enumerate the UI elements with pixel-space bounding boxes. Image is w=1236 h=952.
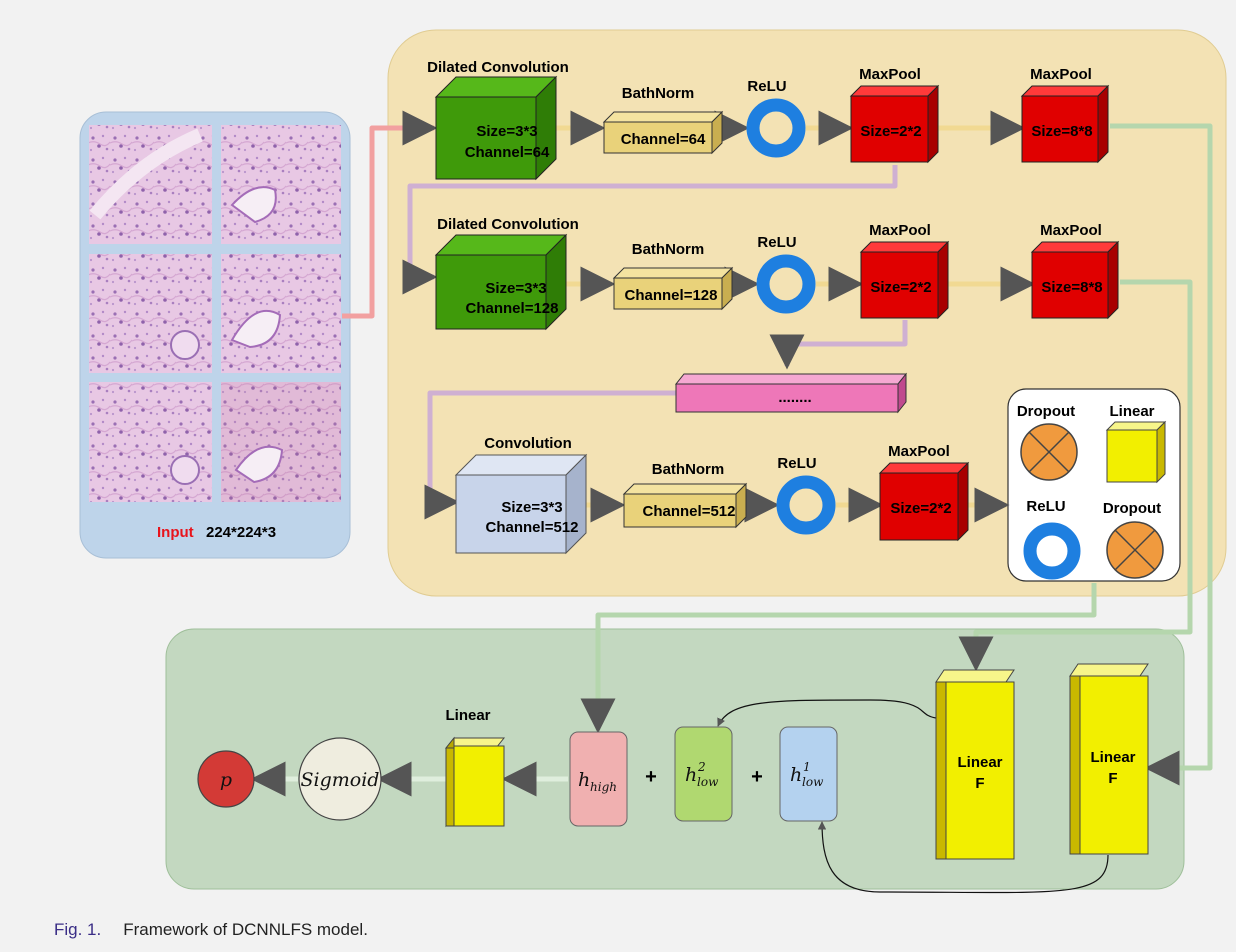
- h-low1-sub: low: [802, 775, 824, 789]
- output-p-text: p: [220, 769, 232, 791]
- row2-conv-channel: Channel=128: [466, 300, 559, 317]
- linear-f2-line1: Linear: [1090, 749, 1135, 766]
- row3-bn-channel: Channel=512: [643, 503, 736, 520]
- output-p-node: [197, 750, 255, 808]
- row3-batchnorm-block: [622, 482, 748, 529]
- head-linear-block: [1105, 420, 1167, 484]
- row3-conv-title: Convolution: [484, 435, 571, 452]
- histology-image-grid: [89, 125, 341, 502]
- row2-bn-channel: Channel=128: [625, 287, 718, 304]
- h-low1-main: h: [790, 764, 802, 786]
- arrow-pool3-to-ellipsis: [769, 320, 908, 370]
- row1-dilated-conv-block: [434, 75, 558, 181]
- h-low2-main: h: [685, 764, 697, 786]
- row2-pool1-size: Size=2*2: [870, 279, 931, 296]
- arrow-linearf1-to-hlow2: [717, 699, 937, 727]
- arrow-input-to-conv1: [342, 110, 438, 319]
- row2-bn-title: BathNorm: [632, 241, 705, 258]
- figure-caption: Fig. 1. Framework of DCNNLFS model.: [54, 920, 368, 940]
- figure-caption-text: Framework of DCNNLFS model.: [123, 920, 368, 939]
- ellipsis-bar: [674, 372, 908, 414]
- row2-relu-label: ReLU: [757, 234, 796, 251]
- row3-relu-label: ReLU: [777, 455, 816, 472]
- row1-bn-channel: Channel=64: [621, 131, 706, 148]
- arrow-ellipsis-to-conv3: [424, 390, 676, 520]
- row3-conv-channel: Channel=512: [486, 519, 579, 536]
- arrow-head-to-hhigh: [580, 583, 1097, 734]
- row2-conv-size: Size=3*3: [485, 280, 546, 297]
- head-dropout1-label: Dropout: [1017, 403, 1075, 420]
- row2-dilated-conv-block: [434, 233, 568, 331]
- h-high-sub: high: [590, 780, 617, 794]
- head-relu-label: ReLU: [1026, 498, 1065, 515]
- h-low1-node: [779, 726, 838, 822]
- row2-relu-ring: [756, 254, 816, 314]
- head-linear-label: Linear: [1109, 403, 1154, 420]
- linear-f2-block: [1069, 663, 1149, 855]
- row1-maxpool2-block: [1020, 84, 1110, 164]
- row1-maxpool1-block: [849, 84, 940, 164]
- row1-pool1-size: Size=2*2: [860, 123, 921, 140]
- row1-pool2-size: Size=8*8: [1031, 123, 1092, 140]
- h-low2-sup: 2: [697, 760, 706, 774]
- head-dropout2-icon: [1106, 521, 1164, 579]
- row2-maxpool2-block: [1030, 240, 1120, 320]
- row1-relu-label: ReLU: [747, 78, 786, 95]
- row2-conv-title: Dilated Convolution: [437, 216, 579, 233]
- row1-batchnorm-block: [602, 110, 724, 155]
- row1-bn-title: BathNorm: [622, 85, 695, 102]
- h-high-node: [569, 731, 628, 827]
- row2-maxpool1-block: [859, 240, 950, 320]
- row2-batchnorm-block: [612, 266, 734, 311]
- row3-relu-ring: [776, 475, 836, 535]
- row1-pool1-title: MaxPool: [859, 66, 921, 83]
- linear-f1-line1: Linear: [957, 754, 1002, 771]
- h-low1-sup: 1: [803, 760, 811, 774]
- arrow-pool2-to-linearf2: [1110, 123, 1213, 786]
- arrow-pool4-to-linearf1: [958, 279, 1193, 672]
- linear-f2-line2: F: [1108, 770, 1117, 787]
- row2-pool1-title: MaxPool: [869, 222, 931, 239]
- row1-conv-channel: Channel=64: [465, 144, 550, 161]
- row3-bn-title: BathNorm: [652, 461, 725, 478]
- input-word: Input: [157, 524, 194, 541]
- linear-f1-block: [935, 669, 1015, 860]
- h-low2-sub: low: [697, 775, 719, 789]
- row3-pool-size: Size=2*2: [890, 500, 951, 517]
- bottom-linear-block: [444, 736, 506, 828]
- plus-1: +: [645, 766, 657, 788]
- row3-conv-block: [454, 453, 588, 555]
- linear-f1-line2: F: [975, 775, 984, 792]
- sigmoid-node: [298, 737, 382, 821]
- arrow-linearf2-to-hlow1: [817, 821, 1109, 894]
- row1-pool2-title: MaxPool: [1030, 66, 1092, 83]
- row1-conv-size: Size=3*3: [476, 123, 537, 140]
- row2-pool2-size: Size=8*8: [1041, 279, 1102, 296]
- row2-pool2-title: MaxPool: [1040, 222, 1102, 239]
- h-low2-node: [674, 726, 733, 822]
- row3-pool-title: MaxPool: [888, 443, 950, 460]
- h-high-main: h: [578, 769, 590, 791]
- sigmoid-text: Sigmoid: [301, 769, 380, 791]
- ellipsis-text: ........: [778, 389, 811, 406]
- row1-conv-title: Dilated Convolution: [427, 59, 569, 76]
- head-dropout1-icon: [1020, 423, 1078, 481]
- arrow-pool1-to-conv2: [402, 165, 898, 295]
- row3-maxpool-block: [878, 461, 970, 542]
- row1-relu-ring: [746, 98, 806, 158]
- row3-conv-size: Size=3*3: [501, 499, 562, 516]
- input-dims: 224*224*3: [206, 524, 276, 541]
- head-relu-ring: [1023, 522, 1081, 580]
- bottom-linear-title: Linear: [445, 707, 490, 724]
- head-dropout2-label: Dropout: [1103, 500, 1161, 517]
- figure-number: Fig. 1.: [54, 920, 102, 939]
- plus-2: +: [751, 766, 763, 788]
